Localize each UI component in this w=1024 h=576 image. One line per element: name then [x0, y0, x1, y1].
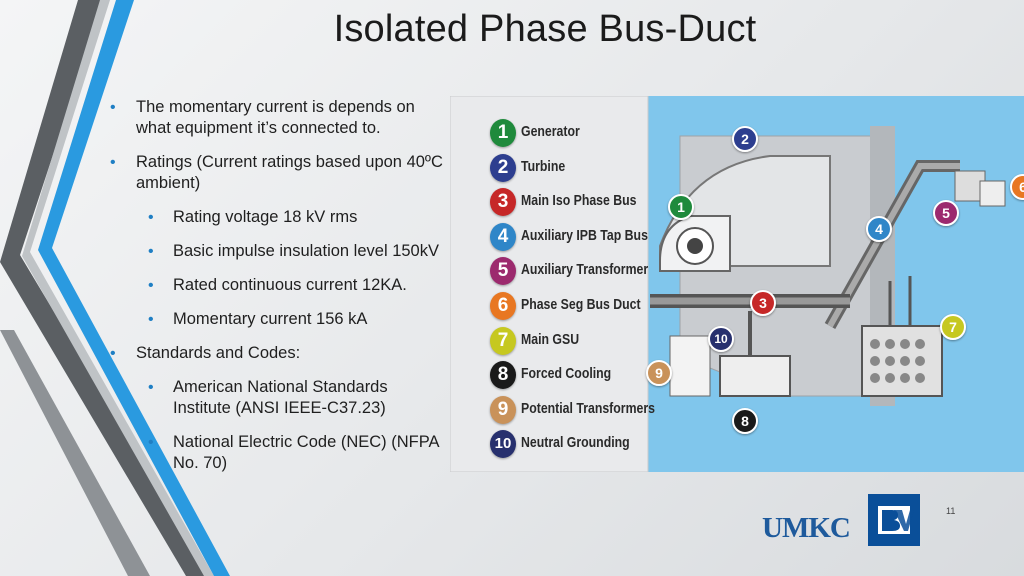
legend-item: 1 Generator [490, 118, 640, 148]
legend-item: 10 Neutral Grounding [490, 429, 640, 459]
legend-item: 6 Phase Seg Bus Duct [490, 291, 641, 321]
bullet-item: • Rating voltage 18 kV rms [108, 207, 443, 228]
callout-6: 6 [1010, 174, 1024, 200]
bullet-dot-icon: • [148, 434, 154, 451]
callout-8: 8 [732, 408, 758, 434]
bullet-text: Standards and Codes: [136, 344, 301, 362]
legend-label: Turbine [521, 157, 566, 175]
bullet-dot-icon: • [148, 243, 154, 260]
bullet-dot-icon: • [110, 99, 116, 116]
legend-number-badge: 8 [490, 361, 516, 390]
bullet-text: National Electric Code (NEC) (NFPA No. 7… [173, 433, 439, 472]
bullet-text: Rated continuous current 12KA. [173, 276, 407, 294]
callout-9: 9 [646, 360, 672, 386]
legend-label: Phase Seg Bus Duct [521, 296, 641, 313]
legend-number-badge: 3 [490, 188, 516, 217]
umkc-logo: UMKC [762, 512, 851, 544]
legend-label: Neutral Grounding [521, 434, 630, 452]
bullet-text: Basic impulse insulation level 150kV [173, 242, 439, 260]
legend-number-badge: 10 [490, 430, 516, 459]
bullet-dot-icon: • [110, 154, 116, 171]
callout-2: 2 [732, 126, 758, 152]
bullet-text: American National Standards Institute (A… [173, 378, 388, 417]
callout-4: 4 [866, 216, 892, 242]
bullet-item: • The momentary current is depends on wha… [108, 97, 443, 139]
legend-item: 3 Main Iso Phase Bus [490, 187, 640, 217]
gray-swoosh-lower [0, 330, 150, 576]
callout-3: 3 [750, 290, 776, 316]
bullet-item: • Standards and Codes: [108, 343, 443, 364]
bullet-item: • Ratings (Current ratings based upon 40º… [108, 152, 443, 194]
bullet-item: • National Electric Code (NEC) (NFPA No. … [108, 432, 443, 474]
legend-label: Main Iso Phase Bus [521, 192, 637, 210]
legend-number-badge: 6 [490, 292, 516, 320]
legend-item: 4 Auxiliary IPB Tap Bus [490, 222, 648, 252]
legend-number-badge: 9 [490, 395, 516, 424]
legend-item: 7 Main GSU [490, 326, 640, 356]
callout-10: 10 [708, 326, 734, 352]
callout-7: 7 [940, 314, 966, 340]
legend-label: Auxiliary Transformer [521, 261, 649, 279]
bullet-dot-icon: • [148, 209, 154, 226]
bullet-item: • Momentary current 156 kA [108, 309, 443, 330]
legend-item: 9 Potential Transformers [490, 395, 655, 425]
legend-item: 2 Turbine [490, 153, 640, 183]
power-plant-diagram [450, 96, 1024, 472]
dark-gray-swoosh [0, 0, 212, 576]
bullet-text: Momentary current 156 kA [173, 310, 368, 328]
slide-number: 11 [946, 506, 956, 516]
bv-logo-icon [868, 494, 920, 546]
bullet-list: • The momentary current is depends on wha… [108, 97, 443, 487]
bullet-dot-icon: • [148, 311, 154, 328]
legend-item: 8 Forced Cooling [490, 360, 640, 390]
legend-number-badge: 1 [490, 119, 516, 147]
bullet-item: • American National Standards Institute (… [108, 377, 443, 419]
bullet-item: • Rated continuous current 12KA. [108, 275, 443, 296]
legend-item: 5 Auxiliary Transformer [490, 256, 648, 286]
bullet-dot-icon: • [148, 379, 154, 396]
legend-number-badge: 2 [490, 153, 516, 182]
slide-title: Isolated Phase Bus-Duct [333, 8, 757, 50]
bullet-dot-icon: • [148, 277, 154, 294]
callout-1: 1 [668, 194, 694, 220]
bullet-text: Ratings (Current ratings based upon 40ºC… [136, 153, 443, 192]
bullet-text: Rating voltage 18 kV rms [173, 208, 358, 226]
legend-label: Generator [521, 123, 580, 140]
blue-swoosh [38, 0, 230, 576]
legend-number-badge: 5 [490, 257, 516, 286]
legend-label: Potential Transformers [521, 399, 655, 417]
legend-label: Main GSU [521, 330, 580, 348]
bullet-item: • Basic impulse insulation level 150kV [108, 241, 443, 262]
legend-label: Forced Cooling [521, 365, 612, 383]
legend-label: Auxiliary IPB Tap Bus [521, 226, 648, 244]
legend-number-badge: 4 [490, 222, 516, 251]
callout-5: 5 [933, 200, 959, 226]
legend-number-badge: 7 [490, 326, 516, 355]
bullet-dot-icon: • [110, 345, 116, 362]
bullet-text: The momentary current is depends on what… [136, 98, 415, 137]
